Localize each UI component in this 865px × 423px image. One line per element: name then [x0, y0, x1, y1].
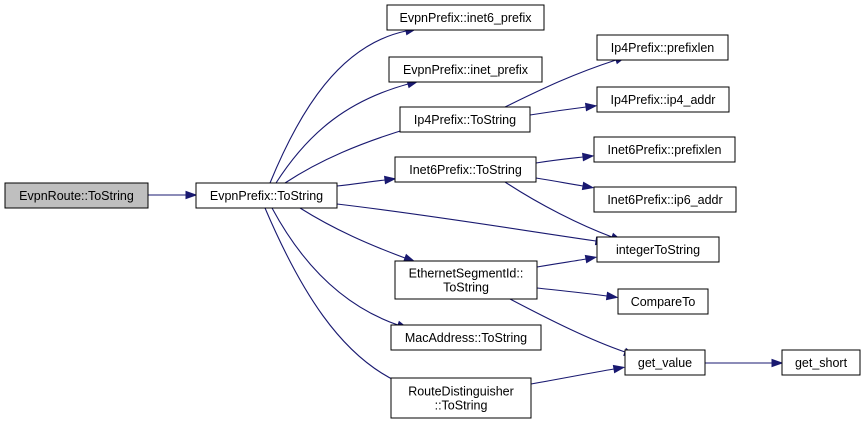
edge-line [284, 127, 411, 184]
node-ethseg[interactable]: EthernetSegmentId::ToString [394, 260, 538, 300]
edge-epts-to-macts [271, 207, 409, 329]
node-box [4, 182, 149, 209]
node-label: Inet6Prefix::ToString [409, 163, 522, 177]
node-macts[interactable]: MacAddress::ToString [390, 324, 542, 351]
node-label: integerToString [616, 243, 700, 257]
node-getval[interactable]: get_value [624, 349, 706, 376]
edge-ethseg-to-cmp [536, 287, 619, 301]
node-box [390, 377, 532, 419]
edge-rdts-to-getval [530, 364, 626, 385]
node-label: Inet6Prefix::ip6_addr [607, 193, 722, 207]
edge-line [504, 181, 613, 238]
node-label: EvpnPrefix::inet6_prefix [399, 11, 532, 25]
edge-i6ts-to-i6plen [535, 152, 595, 164]
node-box [596, 86, 730, 113]
node-ip4ts[interactable]: Ip4Prefix::ToString [399, 106, 531, 133]
node-box [390, 324, 542, 351]
node-inetp[interactable]: EvpnPrefix::inet_prefix [388, 56, 543, 83]
edge-line [529, 106, 587, 116]
node-epts[interactable]: EvpnPrefix::ToString [195, 182, 338, 209]
node-getshort[interactable]: get_short [781, 349, 861, 376]
node-box [781, 349, 861, 376]
node-label: ::ToString [435, 399, 488, 413]
arrowhead [771, 358, 784, 368]
edge-getval-to-getshort [704, 358, 784, 368]
node-box [394, 260, 538, 300]
edge-line [535, 177, 584, 187]
edge-epts-to-inet6p [269, 26, 418, 184]
arrowhead [584, 254, 598, 264]
arrowhead [185, 190, 198, 200]
edge-line [299, 207, 406, 259]
node-box [624, 349, 706, 376]
node-label: Ip4Prefix::ToString [414, 113, 516, 127]
arrowhead [383, 175, 397, 185]
node-label: Ip4Prefix::ip4_addr [611, 93, 716, 107]
node-label: CompareTo [631, 295, 696, 309]
node-i6plen[interactable]: Inet6Prefix::prefixlen [593, 136, 736, 163]
edge-ethseg-to-intts [536, 254, 598, 268]
edge-epts-to-rdts [264, 207, 409, 387]
node-label: Inet6Prefix::prefixlen [608, 143, 722, 157]
node-label: EvpnPrefix::inet_prefix [403, 63, 529, 77]
edge-line [530, 368, 615, 385]
edge-epts-to-i6ts [336, 175, 397, 187]
node-box [388, 56, 543, 83]
node-box [596, 236, 720, 263]
edge-line [336, 203, 597, 242]
node-box [386, 4, 545, 31]
arrowhead [612, 364, 626, 374]
node-cmp[interactable]: CompareTo [617, 288, 709, 315]
node-label: RouteDistinguisher [408, 385, 514, 399]
node-box [399, 106, 531, 133]
node-i6addr[interactable]: Inet6Prefix::ip6_addr [593, 186, 737, 213]
edge-line [336, 179, 386, 187]
node-i6ts[interactable]: Inet6Prefix::ToString [394, 156, 537, 183]
edge-i6ts-to-i6addr [535, 177, 595, 191]
edge-line [509, 298, 626, 353]
arrowhead [582, 152, 595, 162]
edge-line [275, 83, 409, 184]
node-label: EvpnRoute::ToString [19, 189, 134, 203]
edge-line [536, 287, 608, 297]
node-rdts[interactable]: RouteDistinguisher::ToString [390, 377, 532, 419]
node-box [617, 288, 709, 315]
edge-line [504, 59, 617, 108]
edge-line [535, 156, 584, 164]
arrowhead [581, 181, 595, 191]
node-box [593, 136, 736, 163]
node-label: EvpnPrefix::ToString [210, 189, 323, 203]
edge-line [271, 207, 399, 326]
edge-root-to-epts [148, 190, 198, 200]
node-label: ToString [443, 281, 489, 295]
node-box [195, 182, 338, 209]
edge-ip4ts-to-ip4addr [529, 102, 598, 116]
node-label: EthernetSegmentId:: [409, 267, 524, 281]
node-label: MacAddress::ToString [405, 331, 527, 345]
node-label: Ip4Prefix::prefixlen [611, 41, 715, 55]
arrowhead [605, 291, 619, 301]
edge-epts-to-ethseg [299, 207, 416, 262]
node-root[interactable]: EvpnRoute::ToString [4, 182, 149, 209]
node-inet6p[interactable]: EvpnPrefix::inet6_prefix [386, 4, 545, 31]
edge-epts-to-intts [336, 203, 608, 246]
node-box [394, 156, 537, 183]
node-box [593, 186, 737, 213]
edge-line [264, 207, 399, 383]
edge-line [269, 30, 407, 184]
edge-line [536, 258, 587, 268]
node-label: get_value [638, 356, 692, 370]
node-box [596, 34, 729, 61]
node-ip4plen[interactable]: Ip4Prefix::prefixlen [596, 34, 729, 61]
arrowhead [584, 102, 598, 112]
node-label: get_short [795, 356, 848, 370]
arrowhead [403, 253, 416, 262]
node-ip4addr[interactable]: Ip4Prefix::ip4_addr [596, 86, 730, 113]
node-intts[interactable]: integerToString [596, 236, 720, 263]
